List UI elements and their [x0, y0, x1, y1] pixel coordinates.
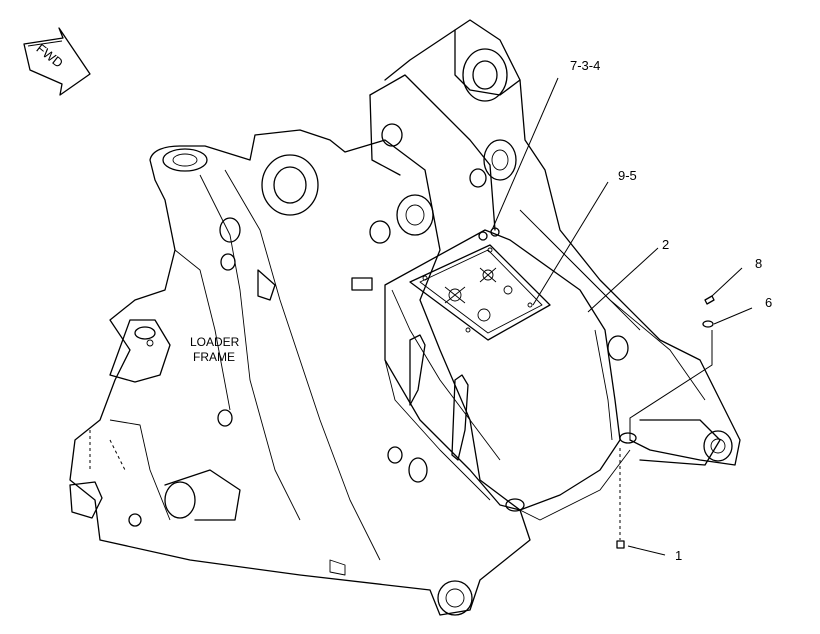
callout-9-5: 9-5 [532, 168, 637, 306]
fasteners [478, 227, 715, 549]
callout-9-5-label: 9-5 [618, 168, 637, 183]
fwd-arrow-badge: FWD [23, 27, 91, 96]
rear-frame [369, 19, 741, 466]
access-plate [409, 244, 551, 341]
bolt-7-3-4-b [490, 227, 500, 237]
bolt-1 [616, 540, 625, 549]
callout-6-label: 6 [765, 295, 772, 310]
callout-7-3-4-label: 7-3-4 [570, 58, 600, 73]
washer-6 [702, 320, 714, 328]
bolt-8 [704, 295, 715, 305]
callout-1: 1 [627, 545, 682, 563]
callout-7-3-4: 7-3-4 [491, 58, 600, 231]
loader-frame [69, 129, 531, 616]
cover-assembly [384, 229, 637, 521]
loader-frame-label-line2: FRAME [193, 350, 235, 364]
callout-2-label: 2 [662, 237, 669, 252]
callout-6: 6 [713, 295, 772, 325]
callout-2: 2 [587, 237, 669, 313]
fwd-label: FWD [34, 41, 67, 71]
loader-frame-label-line1: LOADER [190, 335, 240, 349]
callout-8: 8 [711, 256, 762, 297]
callout-8-label: 8 [755, 256, 762, 271]
callout-1-label: 1 [675, 548, 682, 563]
bolt-7-3-4-a [478, 231, 488, 241]
